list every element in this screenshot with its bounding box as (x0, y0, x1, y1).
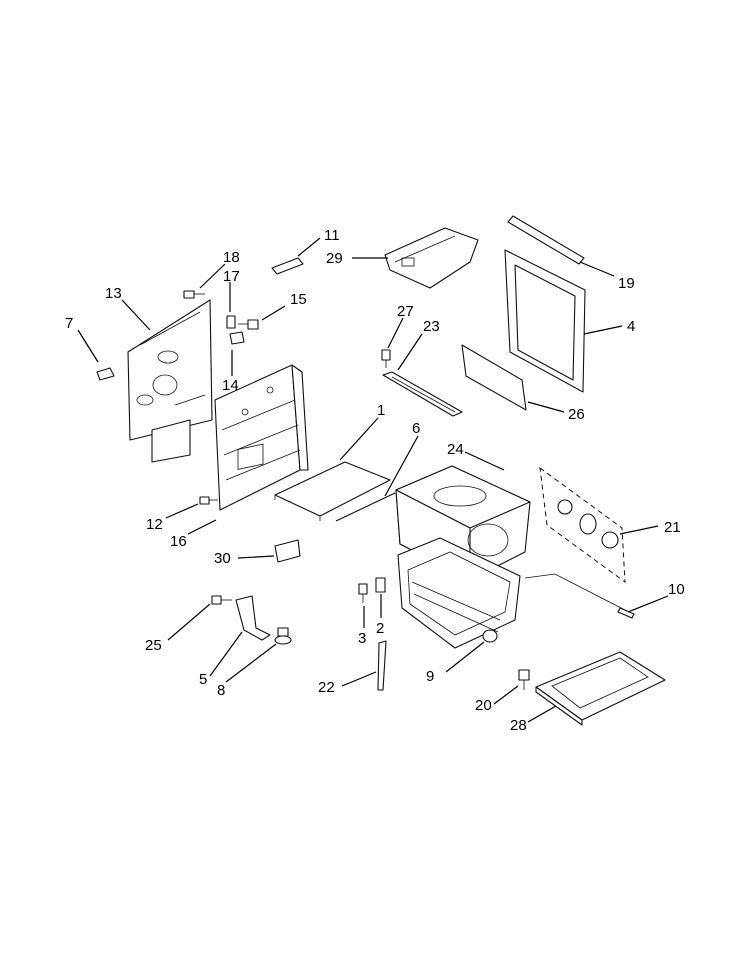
leader-24 (464, 451, 505, 471)
leader-9 (445, 641, 485, 673)
part-1-oven-bottom (274, 461, 391, 521)
part-28-drawer (535, 651, 666, 726)
part-24-oven-cavity (395, 465, 531, 649)
leader-22 (341, 671, 377, 687)
leader-16 (187, 519, 217, 535)
leader-25 (167, 603, 211, 641)
label-21: 21 (664, 519, 681, 536)
leader-13 (121, 299, 151, 331)
leader-10 (627, 595, 669, 613)
label-10: 10 (668, 581, 685, 598)
label-18: 18 (223, 249, 240, 266)
part-9-knob (482, 629, 498, 643)
part-23-rail (382, 371, 463, 417)
part-8-leveler (274, 627, 292, 645)
part-12-screw (199, 496, 218, 505)
label-1: 1 (377, 402, 385, 419)
part-11-bracket (271, 257, 304, 275)
part-10-probe (524, 573, 635, 619)
label-16: 16 (170, 533, 187, 550)
leader-11 (297, 237, 321, 257)
leader-30 (237, 555, 275, 559)
label-12: 12 (146, 516, 163, 533)
label-14: 14 (222, 377, 239, 394)
label-24: 24 (447, 441, 464, 458)
part-21-light-assembly (539, 466, 626, 584)
leader-15 (261, 305, 286, 321)
leader-20 (493, 685, 519, 705)
label-23: 23 (423, 318, 440, 335)
part-19-trim (507, 215, 585, 265)
label-7: 7 (65, 315, 73, 332)
label-30: 30 (214, 550, 231, 567)
part-27-screw (381, 349, 391, 368)
label-4: 4 (627, 318, 635, 335)
part-30-bracket (274, 539, 301, 563)
label-25: 25 (145, 637, 162, 654)
leader-4 (583, 325, 623, 335)
part-29-top-cover (384, 227, 479, 289)
label-28: 28 (510, 717, 527, 734)
part-7-clip (96, 367, 115, 381)
part-5-bracket (235, 595, 271, 641)
leader-lines (77, 237, 669, 723)
part-3-screw (358, 583, 368, 603)
part-22-spacer (377, 640, 387, 691)
leader-26 (527, 401, 565, 413)
part-25-screw (211, 595, 232, 605)
label-20: 20 (475, 697, 492, 714)
label-8: 8 (217, 682, 225, 699)
label-13: 13 (105, 285, 122, 302)
part-17-bracket (226, 315, 236, 329)
label-17: 17 (223, 268, 240, 285)
part-2-screw (375, 577, 386, 593)
part-20-screw (518, 669, 530, 690)
leader-8 (225, 643, 277, 683)
part-26-door-panel (461, 344, 527, 411)
leader-1 (339, 417, 379, 461)
leader-28 (527, 705, 557, 723)
label-15: 15 (290, 291, 307, 308)
part-15-screw (238, 319, 259, 330)
leader-6 (384, 435, 419, 497)
leader-27 (387, 317, 404, 349)
part-14-clip (229, 331, 245, 345)
label-29: 29 (326, 250, 343, 267)
label-6: 6 (412, 420, 420, 437)
label-26: 26 (568, 406, 585, 423)
leader-5 (209, 631, 243, 677)
leader-19 (579, 261, 615, 277)
leader-23 (397, 333, 423, 371)
part-4-door-frame (504, 249, 586, 393)
part-6-rod (335, 492, 396, 522)
leader-12 (165, 503, 199, 519)
label-3: 3 (358, 630, 366, 647)
part-13-rear-panel (127, 299, 213, 463)
label-22: 22 (318, 679, 335, 696)
leader-21 (619, 525, 659, 535)
label-27: 27 (397, 303, 414, 320)
label-5: 5 (199, 671, 207, 688)
part-number-labels: 11 29 18 17 15 13 7 14 19 4 27 23 26 1 6… (65, 227, 685, 734)
label-2: 2 (376, 620, 384, 637)
leader-18 (199, 263, 226, 289)
label-11: 11 (324, 227, 340, 244)
leader-7 (77, 329, 99, 363)
part-16-side-panel (214, 364, 309, 511)
label-9: 9 (426, 668, 434, 685)
label-19: 19 (618, 275, 635, 292)
part-18-screw (183, 290, 205, 299)
